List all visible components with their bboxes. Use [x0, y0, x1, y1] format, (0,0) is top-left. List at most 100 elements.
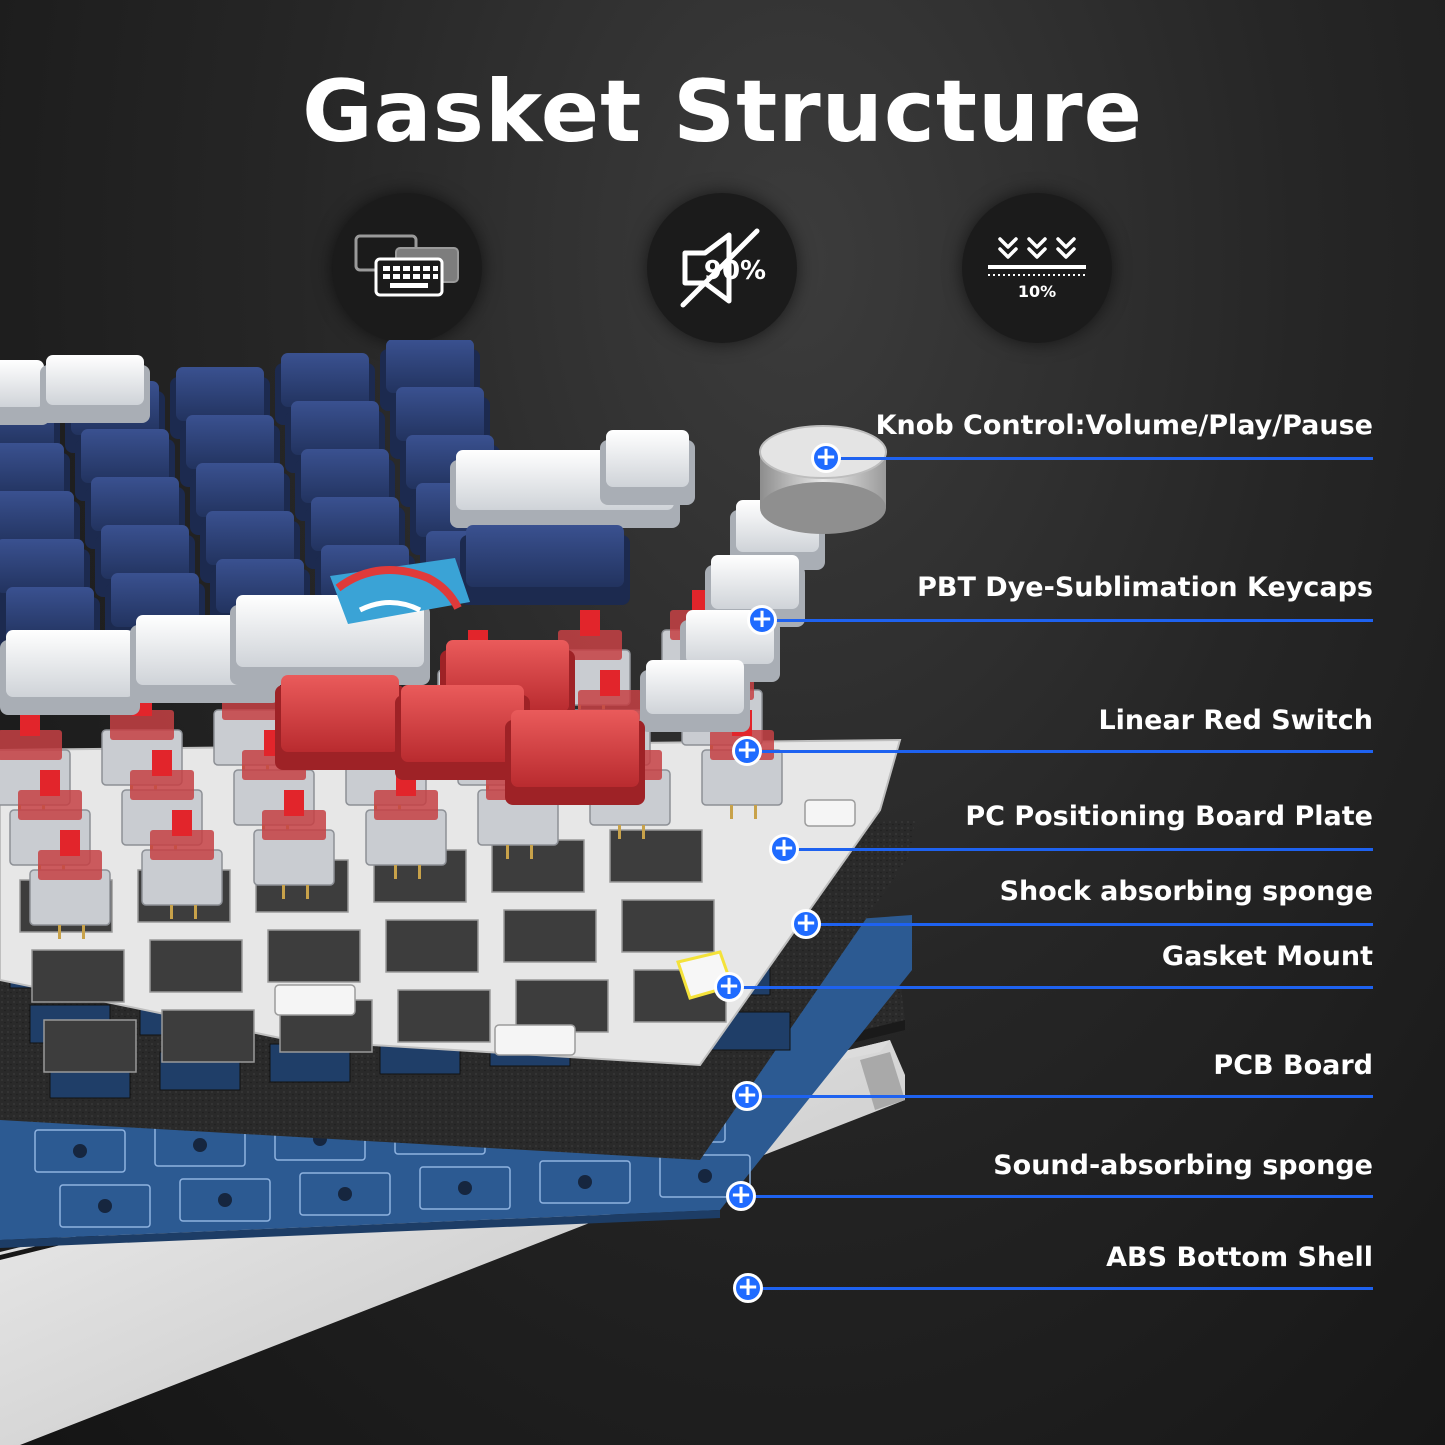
plate-switch-hole — [515, 979, 609, 1033]
callout-label: Sound-absorbing sponge — [993, 1150, 1373, 1181]
callout-line — [784, 848, 1373, 851]
switch-pin — [306, 885, 309, 899]
switch-pin — [194, 905, 197, 919]
pcb-switch-hole — [193, 1138, 207, 1152]
linear-red-switch — [253, 790, 335, 899]
pbt-keycap-red — [505, 710, 645, 805]
switch-stem — [600, 670, 620, 696]
switch-pin — [58, 925, 61, 939]
callout-label: Linear Red Switch — [1098, 705, 1373, 736]
plate-switch-hole — [385, 919, 479, 973]
plate-switch-hole — [43, 1019, 137, 1073]
switch-pin — [282, 885, 285, 899]
keycap-top — [206, 511, 294, 565]
plus-marker-icon[interactable]: + — [747, 605, 777, 635]
linear-red-switch — [0, 710, 71, 819]
keycap-top — [46, 355, 144, 405]
keycap-top — [396, 387, 484, 441]
pcb-switch-hole — [218, 1193, 232, 1207]
noise-reduction-value: 90% — [704, 256, 766, 286]
plate-switch-hole — [31, 949, 125, 1003]
artisan-keycap — [330, 558, 470, 624]
switch-stem — [172, 810, 192, 836]
pbt-keycap-white — [0, 630, 140, 715]
switch-pin — [82, 925, 85, 939]
switch-stem — [40, 770, 60, 796]
switch-top-housing — [130, 770, 194, 800]
switch-top-housing — [374, 790, 438, 820]
pbt-keycap-white — [40, 355, 150, 423]
switch-pin — [754, 805, 757, 819]
callout-label: Knob Control:Volume/Play/Pause — [875, 410, 1373, 441]
plus-marker-icon[interactable]: + — [732, 1081, 762, 1111]
compression-icon: 10% — [962, 193, 1112, 343]
pc-positioning-plate — [0, 738, 902, 1073]
keycap-top — [466, 525, 624, 587]
pcb-switch-pad — [59, 1184, 151, 1228]
compression-value: 10% — [1018, 282, 1056, 301]
pcb-switch-hole — [458, 1181, 472, 1195]
callout-label: PC Positioning Board Plate — [965, 801, 1373, 832]
callout-line — [748, 1287, 1373, 1290]
plus-marker-icon[interactable]: + — [791, 909, 821, 939]
pcb-switch-hole — [338, 1187, 352, 1201]
noise-reduction-icon: 90% — [647, 193, 797, 343]
switch-stem — [60, 830, 80, 856]
volume-knob — [759, 425, 887, 534]
keycap-top — [511, 710, 639, 787]
keycap-layer — [0, 340, 825, 805]
pbt-keycap-red — [275, 675, 405, 770]
plus-marker-icon[interactable]: + — [726, 1181, 756, 1211]
callout-line — [741, 1195, 1373, 1198]
keycap-top — [401, 685, 524, 762]
keycap-top — [81, 429, 169, 483]
pcb-switch-pad — [659, 1154, 751, 1198]
switch-pin — [618, 825, 621, 839]
plus-marker-icon[interactable]: + — [733, 1273, 763, 1303]
plate-switch-hole — [621, 899, 715, 953]
keycap-top — [196, 463, 284, 517]
keycap-top — [186, 415, 274, 469]
keycap-top — [301, 449, 389, 503]
callout-label: ABS Bottom Shell — [1106, 1242, 1373, 1273]
switch-pin — [530, 845, 533, 859]
plate-switch-hole — [491, 839, 585, 893]
keycap-top — [281, 675, 399, 752]
pcb-switch-pad — [539, 1160, 631, 1204]
pbt-keycap-red — [395, 685, 530, 780]
plate-switch-hole — [609, 829, 703, 883]
switch-top-housing — [558, 630, 622, 660]
switch-top-housing — [110, 710, 174, 740]
pcb-switch-pad — [34, 1129, 126, 1173]
plate-switch-hole — [503, 909, 597, 963]
switch-pin — [394, 865, 397, 879]
pbt-keycap-white — [600, 430, 695, 505]
linear-red-switch — [141, 810, 223, 919]
callout-label: Shock absorbing sponge — [999, 876, 1373, 907]
callout-label: PCB Board — [1213, 1050, 1373, 1081]
callout-line — [826, 457, 1373, 460]
keycap-top — [91, 477, 179, 531]
plus-marker-icon[interactable]: + — [811, 443, 841, 473]
callout-line — [747, 1095, 1373, 1098]
callout-line — [729, 986, 1373, 989]
keycap-top — [281, 353, 369, 407]
keycap-top — [646, 660, 744, 714]
pcb-switch-hole — [698, 1169, 712, 1183]
switch-pin — [506, 845, 509, 859]
pcb-switch-hole — [98, 1199, 112, 1213]
pcb-switch-pad — [179, 1178, 271, 1222]
pcb-switch-pad — [299, 1172, 391, 1216]
plate-switch-hole — [267, 929, 361, 983]
keyboard-layers-icon — [332, 193, 482, 343]
plus-marker-icon[interactable]: + — [714, 972, 744, 1002]
keycap-top — [311, 497, 399, 551]
plus-marker-icon[interactable]: + — [732, 736, 762, 766]
switch-top-housing — [38, 850, 102, 880]
keycap-top — [101, 525, 189, 579]
plate-switch-hole — [149, 939, 243, 993]
plus-marker-icon[interactable]: + — [769, 834, 799, 864]
page-title: Gasket Structure — [302, 62, 1143, 162]
keycap-top — [0, 539, 84, 593]
keyboard-exploded-illustration — [0, 340, 940, 1445]
